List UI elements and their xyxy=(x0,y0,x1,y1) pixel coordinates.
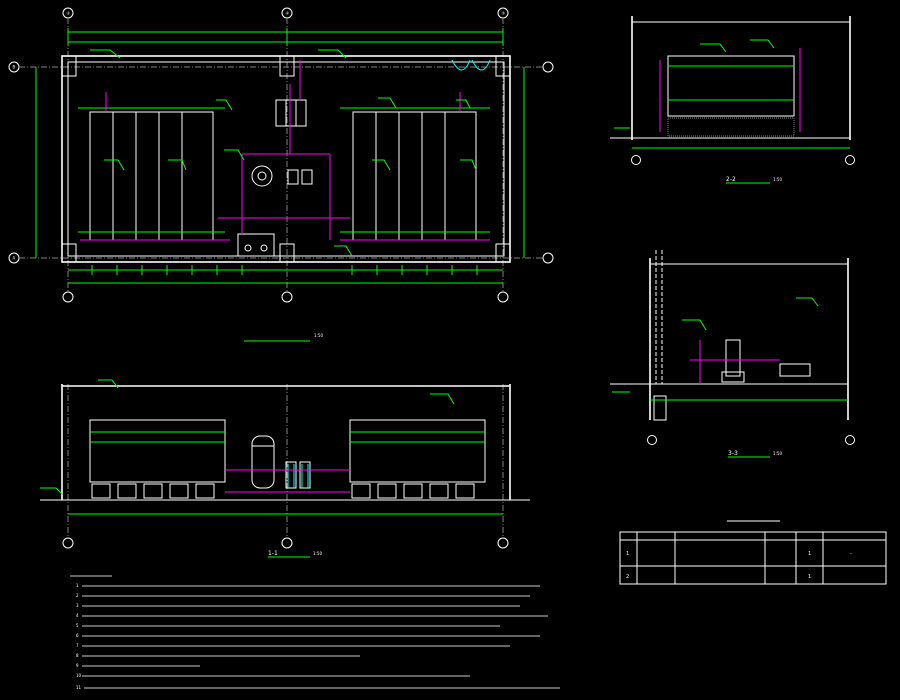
plan-door xyxy=(451,59,491,71)
s1-leader-3 xyxy=(40,487,63,495)
grid-bubble-row-a-right xyxy=(542,252,554,264)
design-notes: 1 2 3 4 5 6 7 8 9 10 11 xyxy=(70,575,560,690)
plan-grid-bubbles: ① ② ③ B A xyxy=(8,7,554,303)
grid-label-col-1: ① xyxy=(67,11,71,16)
grid-bubble-col-1-bottom xyxy=(62,291,74,303)
plan-tank-left xyxy=(78,107,225,241)
s3-grid-bubble-left xyxy=(647,435,657,445)
grid-label-row-b: B xyxy=(13,65,16,70)
note-number-2: 2 xyxy=(76,593,79,598)
schedule-row-1-no: 1 xyxy=(626,551,629,557)
plan-axis-lines xyxy=(19,18,543,292)
grid-bubble-row-b-right xyxy=(542,61,554,73)
plan-pipes xyxy=(80,60,490,241)
s2-tank-base xyxy=(667,117,795,137)
plan-leaders xyxy=(90,49,477,257)
schedule-row-1-remark: - xyxy=(850,551,852,557)
note-number-4: 4 xyxy=(76,613,79,618)
note-number-11: 11 xyxy=(76,685,82,690)
s1-grid-bubble-right xyxy=(497,537,509,549)
s2-scale: 1:50 xyxy=(773,177,782,182)
plan-scale: 1:50 xyxy=(314,333,323,338)
s1-title-number: 1-1 xyxy=(268,550,278,557)
note-number-6: 6 xyxy=(76,633,79,638)
schedule-row-2-no: 2 xyxy=(626,574,629,580)
s2-title-number: 2-2 xyxy=(726,176,736,183)
schedule-frame xyxy=(619,531,887,585)
plan-pump-equipment xyxy=(237,99,313,257)
note-number-8: 8 xyxy=(76,653,79,658)
grid-label-col-2: ② xyxy=(286,11,290,16)
note-number-9: 9 xyxy=(76,663,79,668)
equipment-schedule: 1 1 - 2 1 xyxy=(619,520,887,585)
s1-scale: 1:50 xyxy=(313,551,322,556)
schedule-row-2-qty: 1 xyxy=(808,574,811,580)
plan-dimensions xyxy=(35,28,525,284)
plan-walls xyxy=(61,55,511,263)
plan-view: ① ② ③ B A xyxy=(8,7,554,342)
s3-pump-2 xyxy=(779,363,811,377)
s1-pump-set xyxy=(225,435,350,493)
s3-scale: 1:50 xyxy=(773,451,782,456)
section-3-3: 3-3 1:50 xyxy=(610,250,855,458)
note-number-7: 7 xyxy=(76,643,79,648)
grid-bubble-col-2-bottom xyxy=(281,291,293,303)
section-2-2: 2-2 1:50 xyxy=(610,16,855,184)
section-1-1: 1-1 1:50 xyxy=(40,379,530,558)
plan-tank-right xyxy=(340,107,490,241)
s2-grid-bubble-right xyxy=(845,155,855,165)
s1-leader-2 xyxy=(430,393,455,405)
s1-leader-1 xyxy=(98,379,119,389)
s1-tank-right xyxy=(349,419,486,499)
schedule-row-1-qty: 1 xyxy=(808,551,811,557)
s1-tank-left xyxy=(89,419,226,499)
s3-pump xyxy=(725,339,741,377)
s3-grid-bubble-right xyxy=(845,435,855,445)
s2-grid-bubble-left xyxy=(631,155,641,165)
s3-title-number: 3-3 xyxy=(728,450,738,457)
grid-label-col-3: ③ xyxy=(502,11,506,16)
s2-tank xyxy=(667,55,795,117)
note-number-5: 5 xyxy=(76,623,79,628)
note-number-10: 10 xyxy=(76,673,82,678)
s1-grid-bubble-left xyxy=(62,537,74,549)
note-number-1: 1 xyxy=(76,583,79,588)
grid-label-row-a: A xyxy=(13,256,16,261)
grid-bubble-col-3-bottom xyxy=(497,291,509,303)
s3-sump xyxy=(653,395,667,421)
note-number-3: 3 xyxy=(76,603,79,608)
s1-grid-bubble-mid xyxy=(281,537,293,549)
